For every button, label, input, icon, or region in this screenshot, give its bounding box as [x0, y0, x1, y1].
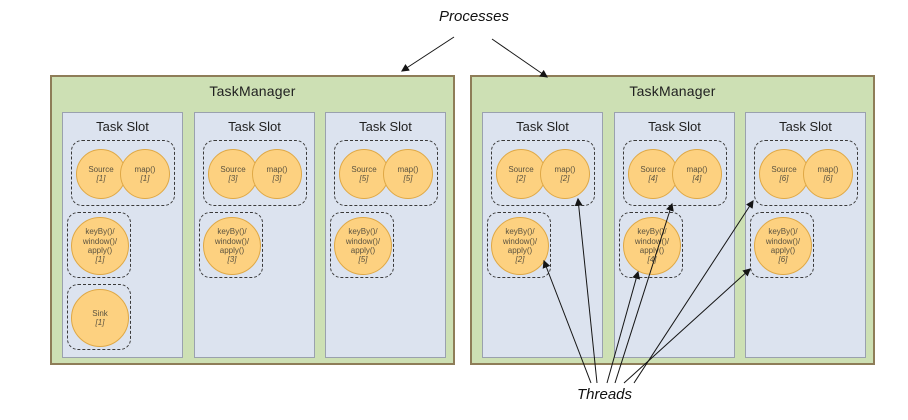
taskmanager-right: TaskManager Task Slot Source [2] map() [… [470, 75, 875, 365]
task-circle-sink: Sink [1] [71, 289, 129, 347]
task-group-keyby: keyBy()/ window()/ apply() [3] [199, 212, 263, 278]
task-group-source-map: Source [6] map() [6] [754, 140, 858, 206]
task-circle-keyby: keyBy()/ window()/ apply() [1] [71, 217, 129, 275]
task-circle-keyby: keyBy()/ window()/ apply() [3] [203, 217, 261, 275]
task-circle-map: map() [3] [252, 149, 302, 199]
task-group-keyby: keyBy()/ window()/ apply() [2] [487, 212, 551, 278]
task-slot-title: Task Slot [648, 119, 701, 134]
task-group-keyby: keyBy()/ window()/ apply() [4] [619, 212, 683, 278]
threads-label: Threads [577, 386, 633, 403]
task-group-source-map: Source [4] map() [4] [623, 140, 727, 206]
task-circle-keyby: keyBy()/ window()/ apply() [2] [491, 217, 549, 275]
task-slot: Task Slot Source [5] map() [5] keyBy()/ … [325, 112, 446, 358]
task-slot: Task Slot Source [1] map() [1] keyBy()/ … [62, 112, 183, 358]
task-circle-source: Source [4] [628, 149, 678, 199]
task-group-source-map: Source [5] map() [5] [334, 140, 438, 206]
task-circle-keyby: keyBy()/ window()/ apply() [4] [623, 217, 681, 275]
task-slot: Task Slot Source [2] map() [2] keyBy()/ … [482, 112, 603, 358]
task-circle-source: Source [3] [208, 149, 258, 199]
task-circle-map: map() [6] [803, 149, 853, 199]
task-circle-source: Source [1] [76, 149, 126, 199]
task-slot-title: Task Slot [516, 119, 569, 134]
processes-arrow-right [491, 38, 548, 78]
task-slot: Task Slot Source [3] map() [3] keyBy()/ … [194, 112, 315, 358]
task-group-keyby: keyBy()/ window()/ apply() [6] [750, 212, 814, 278]
taskmanager-title: TaskManager [209, 83, 296, 99]
taskmanager-title: TaskManager [629, 83, 716, 99]
task-circle-map: map() [2] [540, 149, 590, 199]
task-circle-map: map() [1] [120, 149, 170, 199]
task-slot: Task Slot Source [6] map() [6] keyBy()/ … [745, 112, 866, 358]
processes-label: Processes [439, 8, 510, 25]
task-group-source-map: Source [3] map() [3] [203, 140, 307, 206]
processes-arrow-left [400, 36, 455, 72]
task-slot-title: Task Slot [359, 119, 412, 134]
task-circle-map: map() [5] [383, 149, 433, 199]
taskmanager-left: TaskManager Task Slot Source [1] map() [… [50, 75, 455, 365]
task-group-source-map: Source [2] map() [2] [491, 140, 595, 206]
task-group-source-map: Source [1] map() [1] [71, 140, 175, 206]
task-slot-title: Task Slot [779, 119, 832, 134]
task-circle-keyby: keyBy()/ window()/ apply() [5] [334, 217, 392, 275]
task-group-keyby: keyBy()/ window()/ apply() [5] [330, 212, 394, 278]
task-slot-title: Task Slot [228, 119, 281, 134]
task-circle-keyby: keyBy()/ window()/ apply() [6] [754, 217, 812, 275]
task-slot-title: Task Slot [96, 119, 149, 134]
task-circle-source: Source [2] [496, 149, 546, 199]
task-slot: Task Slot Source [4] map() [4] keyBy()/ … [614, 112, 735, 358]
task-circle-source: Source [5] [339, 149, 389, 199]
task-circle-map: map() [4] [672, 149, 722, 199]
task-group-sink: Sink [1] [67, 284, 131, 350]
task-group-keyby: keyBy()/ window()/ apply() [1] [67, 212, 131, 278]
task-circle-source: Source [6] [759, 149, 809, 199]
